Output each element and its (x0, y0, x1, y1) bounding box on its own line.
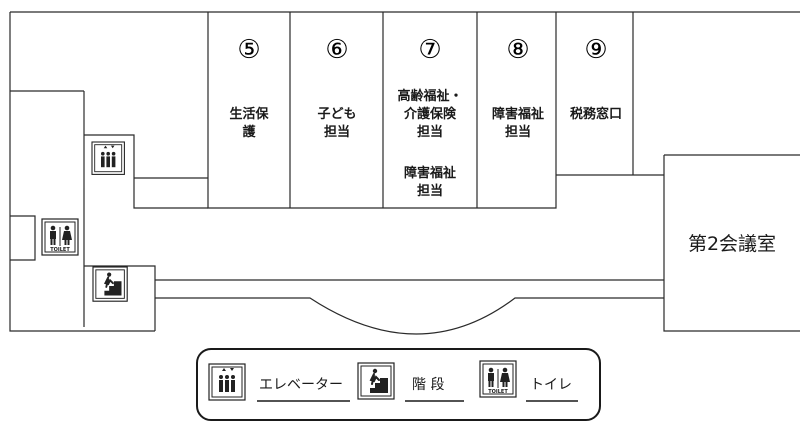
legend-elevator: エレベーター (208, 363, 350, 402)
counter-number: ⑧ (506, 35, 529, 65)
toilet-tag: TOILET (50, 247, 70, 253)
counter-6: ⑥ 子ども 担当 (317, 35, 356, 140)
toilet-icon: TOILET (479, 360, 517, 398)
counter-number: ⑥ (325, 35, 348, 65)
toilet-tag: TOILET (488, 389, 508, 395)
counter-label: 介護保険 (403, 106, 457, 122)
counter-label: 担当 (417, 124, 443, 140)
counter-label: 護 (242, 124, 256, 140)
counter-label: 障害福祉 (492, 106, 544, 122)
counter-label: 担当 (505, 124, 531, 140)
legend-stairs-label: 階 段 (412, 377, 444, 393)
counter-8: ⑧ 障害福祉 担当 (492, 35, 544, 140)
building-walls (9, 11, 800, 335)
counter-label-secondary: 担当 (417, 183, 443, 199)
counter-label: 高齢福祉・ (397, 88, 462, 104)
counter-5: ⑤ 生活保 護 (229, 35, 269, 140)
legend-stairs: 階 段 (357, 362, 464, 402)
counter-label: 生活保 (229, 106, 269, 122)
stairs-icon (92, 266, 129, 303)
toilet-icon: TOILET (41, 218, 79, 256)
counter-number: ⑨ (584, 35, 607, 65)
counter-label-secondary: 障害福祉 (404, 165, 456, 181)
counter-label: 子ども (317, 107, 356, 122)
legend-elevator-label: エレベーター (259, 377, 343, 393)
elevator-icon (91, 141, 125, 175)
legend-toilet-label: トイレ (530, 377, 572, 393)
legend-toilet: TOILET トイレ (479, 360, 578, 402)
conference-room-label: 第2会議室 (688, 233, 776, 255)
counter-7: ⑦ 高齢福祉・ 介護保険 担当 障害福祉 担当 (397, 35, 462, 199)
legend: エレベーター 階 段 TOILET トイレ (196, 348, 601, 421)
counter-label: 担当 (324, 124, 350, 140)
counter-9: ⑨ 税務窓口 (570, 35, 622, 122)
counter-number: ⑦ (418, 35, 441, 65)
counter-number: ⑤ (237, 35, 260, 65)
stairs-icon (357, 362, 395, 400)
counter-label: 税務窓口 (570, 106, 622, 122)
elevator-icon (208, 363, 246, 401)
